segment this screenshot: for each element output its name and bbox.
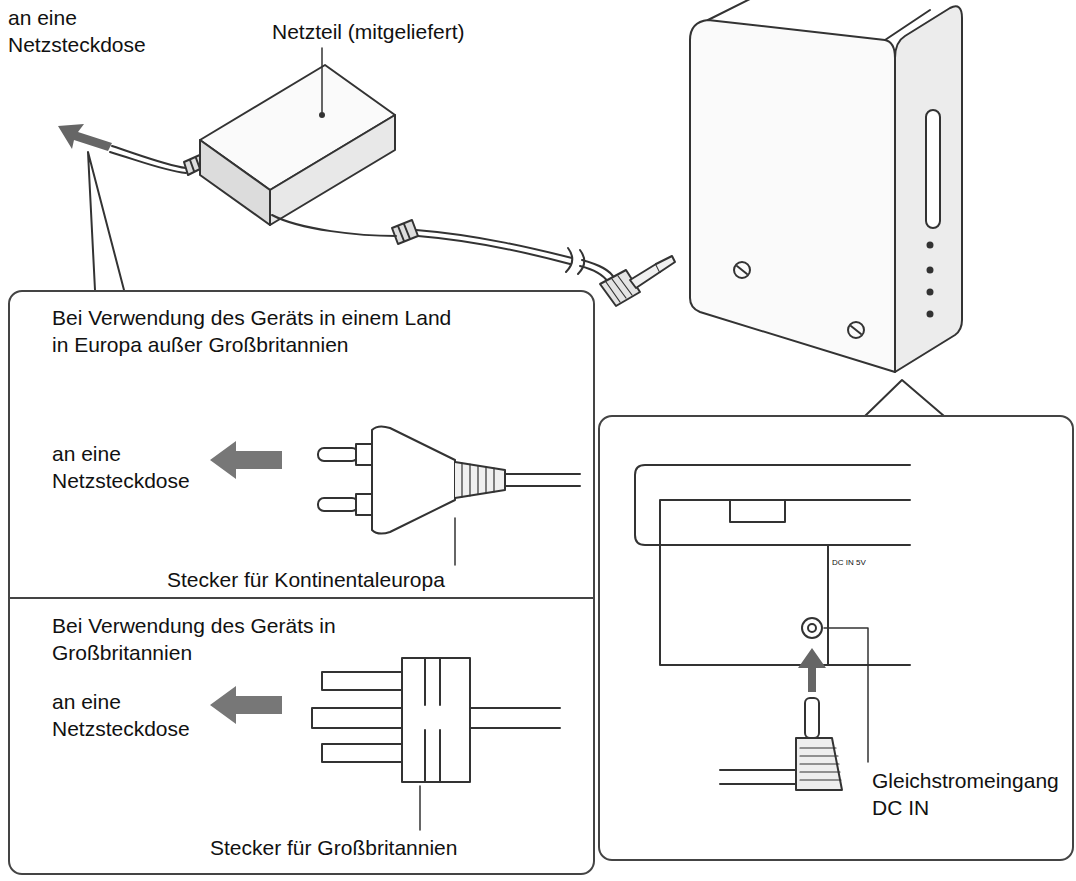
plug-name: Stecker für Kontinentaleuropa bbox=[167, 566, 547, 593]
europe-panel: Bei Verwendung des Geräts in einem Land … bbox=[8, 290, 595, 599]
dc-in-panel: DC IN 5V Gleichstromeingang DC IN bbox=[598, 415, 1074, 861]
outlet-note: an eine Netzsteckdose bbox=[52, 440, 202, 494]
outlet-note: an eine Netzsteckdose bbox=[8, 4, 168, 58]
uk-panel: Bei Verwendung des Geräts in Großbritann… bbox=[8, 597, 595, 875]
port-marking: DC IN 5V bbox=[832, 558, 912, 568]
usage-note: Bei Verwendung des Geräts in Großbritann… bbox=[52, 612, 382, 666]
outlet-note: an eine Netzsteckdose bbox=[52, 688, 202, 742]
port-name: Gleichstromeingang DC IN bbox=[872, 767, 1076, 821]
part-name: Netzteil (mitgeliefert) bbox=[272, 18, 532, 45]
usage-note: Bei Verwendung des Geräts in einem Land … bbox=[52, 304, 462, 358]
plug-name: Stecker für Großbritannien bbox=[210, 834, 550, 861]
